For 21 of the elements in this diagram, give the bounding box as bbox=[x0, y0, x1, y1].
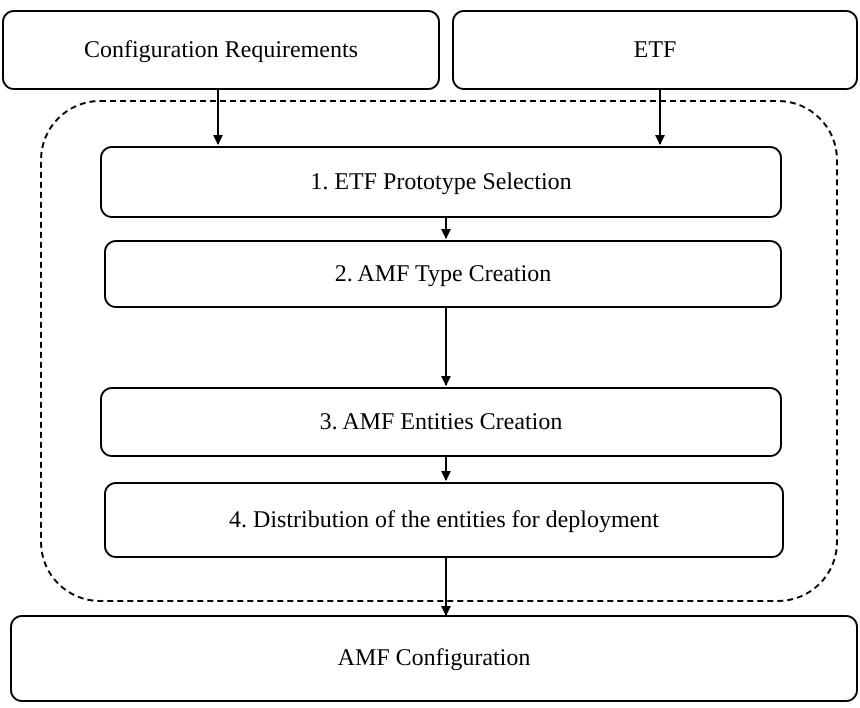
arrow bbox=[655, 90, 665, 145]
process-box bbox=[104, 482, 784, 558]
arrow bbox=[441, 216, 451, 239]
box-label: 4. Distribution of the entities for deployment bbox=[229, 506, 659, 534]
arrow bbox=[213, 90, 223, 145]
process-box bbox=[452, 10, 858, 90]
box-label: 1. ETF Prototype Selection bbox=[310, 168, 572, 196]
box-label: Configuration Requirements bbox=[84, 36, 358, 64]
process-box bbox=[100, 146, 782, 218]
arrow bbox=[441, 455, 451, 481]
dashed-group-box bbox=[40, 100, 838, 602]
process-box bbox=[10, 615, 858, 702]
process-box bbox=[100, 387, 782, 457]
box-label: 3. AMF Entities Creation bbox=[320, 408, 562, 436]
box-label: ETF bbox=[634, 36, 676, 64]
box-label: AMF Configuration bbox=[338, 645, 530, 672]
process-box bbox=[104, 240, 782, 308]
arrow bbox=[441, 556, 451, 616]
box-label: 2. AMF Type Creation bbox=[334, 260, 552, 288]
process-box bbox=[2, 10, 440, 90]
arrow bbox=[441, 306, 451, 386]
